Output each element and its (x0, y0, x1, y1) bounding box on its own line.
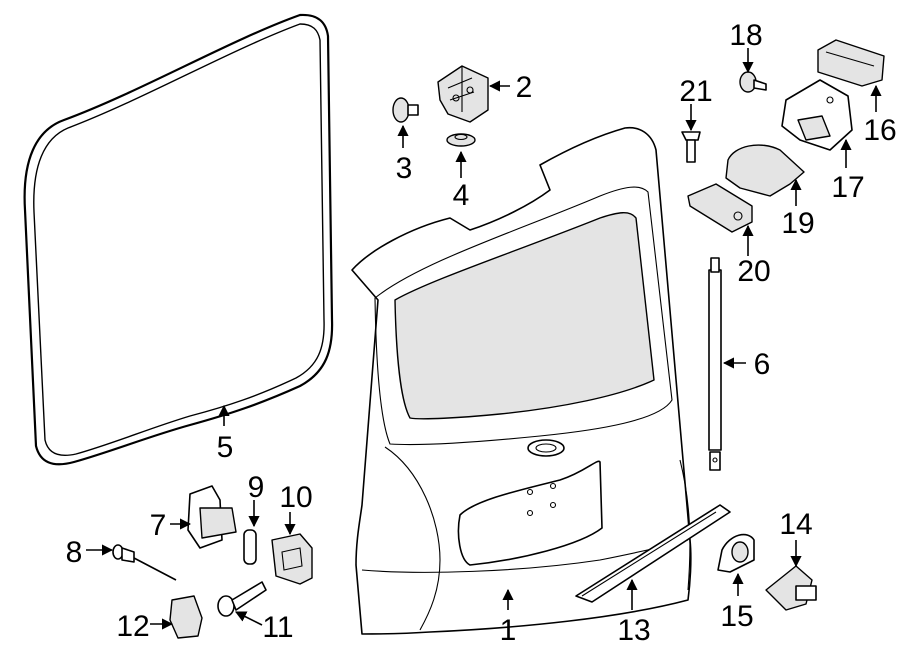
bumper-pad-part (243, 529, 257, 565)
callout-7: 7 (150, 509, 167, 542)
latch-part (781, 79, 853, 151)
actuator-part (687, 183, 753, 233)
liftgate-panel-part (351, 126, 692, 635)
release-switch-part (817, 39, 885, 87)
callout-17: 17 (831, 171, 864, 204)
callout-8: 8 (66, 536, 83, 569)
sensor-bracket-part (717, 533, 755, 573)
callout-20: 20 (737, 255, 770, 288)
callout-16: 16 (863, 114, 896, 147)
latch-cover-part (725, 144, 805, 197)
hinge-bolt-part (392, 97, 419, 123)
callout-6: 6 (754, 348, 771, 381)
stud-bolt-part (217, 581, 267, 617)
striker-part (271, 533, 313, 585)
callout-14: 14 (779, 508, 812, 541)
applique-molding-part (575, 504, 731, 603)
push-pin-part (739, 71, 767, 93)
callout-1: 1 (500, 614, 517, 647)
callout-2: 2 (516, 71, 533, 104)
callout-15: 15 (720, 600, 753, 633)
leader-lines (86, 48, 882, 630)
leader-11 (234, 611, 263, 626)
callout-11: 11 (262, 611, 293, 644)
callout-21: 21 (679, 75, 712, 108)
callout-9: 9 (248, 471, 265, 504)
hinge-seal-part (446, 133, 476, 147)
callout-3: 3 (396, 152, 413, 185)
lift-support-part (708, 257, 722, 471)
weatherstrip-part (23, 13, 334, 466)
callout-12: 12 (116, 610, 149, 643)
callout-labels: 1 2 3 4 5 6 7 8 9 10 11 12 13 14 15 16 1… (66, 19, 897, 647)
sensor-part (765, 565, 817, 611)
callout-5: 5 (217, 431, 234, 464)
callout-13: 13 (617, 614, 650, 647)
callout-18: 18 (729, 19, 762, 52)
callout-19: 19 (781, 207, 814, 240)
screw-part (681, 131, 701, 163)
callout-4: 4 (453, 179, 470, 212)
check-strap-part (187, 485, 237, 549)
hinge-part (437, 65, 489, 123)
rivet-part (112, 544, 177, 581)
stop-bumper-part (169, 595, 203, 639)
callout-10: 10 (279, 481, 312, 514)
